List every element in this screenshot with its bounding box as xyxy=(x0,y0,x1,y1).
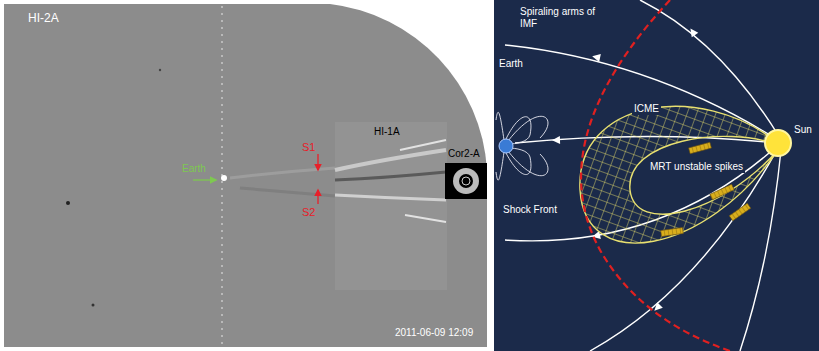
imf-label: Spiraling arms of IMF xyxy=(518,6,600,29)
star-spot xyxy=(66,201,70,205)
structure-label: S2 xyxy=(300,206,317,219)
star-spot xyxy=(159,69,161,71)
cor2-corona xyxy=(453,168,479,194)
cme-streak xyxy=(335,150,446,170)
shock-front-line xyxy=(581,0,730,351)
cme-streak xyxy=(335,172,446,180)
mrt-spikes xyxy=(661,142,751,236)
shock-label: Shock Front xyxy=(501,204,559,216)
earth-label: Earth xyxy=(497,58,525,70)
star-spot xyxy=(92,304,95,307)
earth-dot xyxy=(221,175,227,181)
occulter-disk xyxy=(459,174,473,188)
cme-streak xyxy=(400,140,446,222)
panel-name: HI-2A xyxy=(26,12,61,26)
icme-flux-rope xyxy=(580,106,778,243)
sun-label: Sun xyxy=(792,124,814,136)
cor2-field xyxy=(445,163,487,199)
cme-streak xyxy=(335,195,446,200)
icme-label: ICME xyxy=(632,103,661,115)
earth-label: Earth xyxy=(180,163,208,175)
cme-streak xyxy=(240,188,335,196)
earth-arrow xyxy=(193,179,216,180)
s2-arrow xyxy=(317,190,318,204)
structure-label: S1 xyxy=(300,141,317,154)
timestamp: 2011-06-09 12:09 xyxy=(393,327,475,339)
spikes-label: MRT unstable spikes xyxy=(648,161,745,173)
imf-arms xyxy=(505,0,781,351)
sun-ring xyxy=(462,177,470,185)
earth-field-lines xyxy=(496,112,548,180)
panel-name: HI-1A xyxy=(372,126,402,138)
sun-symbol xyxy=(765,130,791,156)
schematic-ground xyxy=(494,0,819,351)
cme-streak xyxy=(230,168,335,178)
s1-arrow xyxy=(317,154,318,170)
earth-symbol xyxy=(499,139,513,153)
panel-name: Cor2-A xyxy=(446,148,482,160)
hi2-field xyxy=(4,4,487,347)
hi1-field xyxy=(335,122,447,290)
